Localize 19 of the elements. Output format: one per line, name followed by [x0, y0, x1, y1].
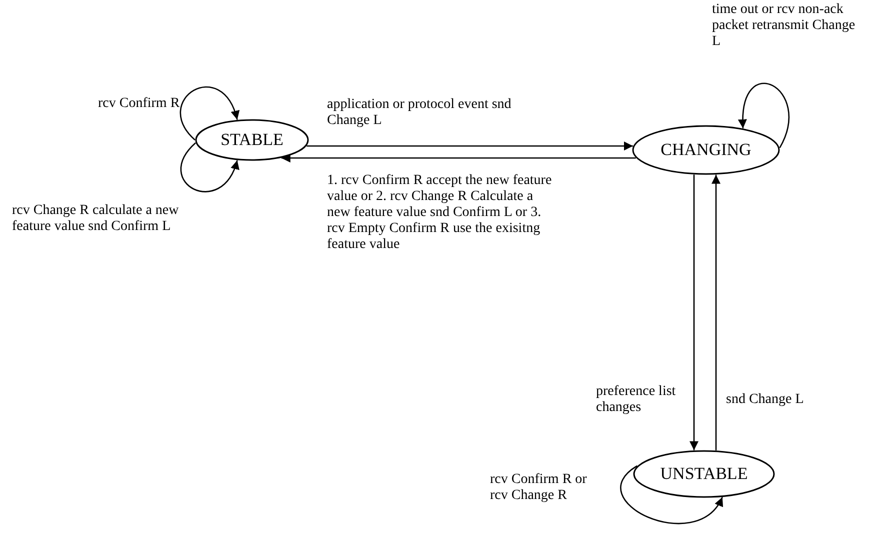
loop-arrow	[180, 86, 239, 140]
arrow	[712, 174, 720, 450]
edge-label: preference list changes	[596, 384, 677, 416]
arrow	[306, 142, 633, 150]
edge-label: time out or rcv non-ack packet retransmit Change L	[712, 2, 856, 50]
loop-arrow	[180, 142, 238, 192]
state-ellipse: UNSTABLE	[633, 450, 775, 498]
edge-label: 1. rcv Confirm R accept the new feature value or 2. rcv Change R Calculate a new feature value snd Confirm L or 3. rcv Empty Confirm R use the exisitng feature value	[327, 173, 553, 253]
edge-label: application or protocol event snd Change L	[327, 97, 512, 129]
edge-label: rcv Confirm R	[98, 96, 180, 112]
arrow	[281, 154, 636, 162]
loop-arrow	[620, 465, 723, 524]
arrow	[690, 174, 698, 450]
state-ellipse: CHANGING	[632, 125, 780, 175]
edge-label: snd Change L	[726, 392, 804, 408]
state-ellipse: STABLE	[195, 119, 309, 161]
loop-arrow	[738, 82, 790, 148]
edge-label: rcv Change R calculate a new feature value snd Confirm L	[12, 203, 180, 235]
edge-label: rcv Confirm R or rcv Change R	[490, 472, 588, 504]
